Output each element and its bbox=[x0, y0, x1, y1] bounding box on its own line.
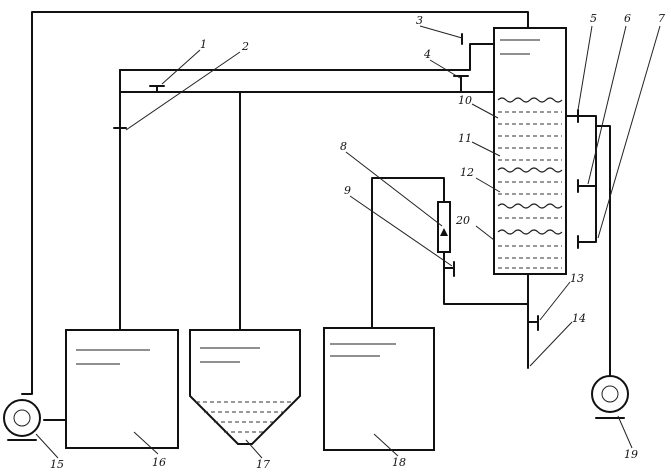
pipe-network bbox=[21, 11, 611, 421]
component-labels: 1 2 3 4 5 6 7 8 9 10 11 12 13 14 15 16 1… bbox=[50, 12, 665, 471]
tank-17 bbox=[189, 329, 301, 445]
label-8: 8 bbox=[340, 140, 347, 153]
label-3: 3 bbox=[416, 14, 423, 27]
leader-lines bbox=[35, 25, 661, 459]
label-17: 17 bbox=[256, 458, 270, 471]
label-18: 18 bbox=[392, 456, 406, 469]
label-5: 5 bbox=[590, 12, 597, 25]
label-16: 16 bbox=[152, 456, 166, 469]
label-13: 13 bbox=[570, 272, 584, 285]
valve-5 bbox=[565, 109, 579, 123]
reaction-column bbox=[493, 27, 567, 275]
flowmeter bbox=[437, 201, 451, 253]
label-20: 20 bbox=[455, 214, 470, 227]
valve-9 bbox=[443, 261, 455, 277]
valve-4 bbox=[453, 75, 469, 93]
label-4: 4 bbox=[423, 48, 431, 61]
label-1: 1 bbox=[200, 38, 207, 51]
tank-18 bbox=[323, 327, 435, 451]
valve-1 bbox=[149, 85, 165, 93]
label-10: 10 bbox=[458, 94, 472, 107]
tank-16 bbox=[65, 329, 179, 449]
label-15: 15 bbox=[50, 458, 64, 471]
label-6: 6 bbox=[624, 12, 631, 25]
label-9: 9 bbox=[344, 184, 351, 197]
valves bbox=[113, 33, 579, 331]
label-14: 14 bbox=[572, 312, 586, 325]
valve-2 bbox=[113, 119, 127, 141]
pump-15 bbox=[3, 399, 41, 441]
label-11: 11 bbox=[458, 132, 472, 145]
label-2: 2 bbox=[241, 40, 249, 53]
label-12: 12 bbox=[460, 166, 474, 179]
label-7: 7 bbox=[658, 12, 665, 25]
valve-13 bbox=[527, 315, 539, 331]
label-19: 19 bbox=[624, 448, 638, 461]
pump-19 bbox=[591, 375, 629, 419]
